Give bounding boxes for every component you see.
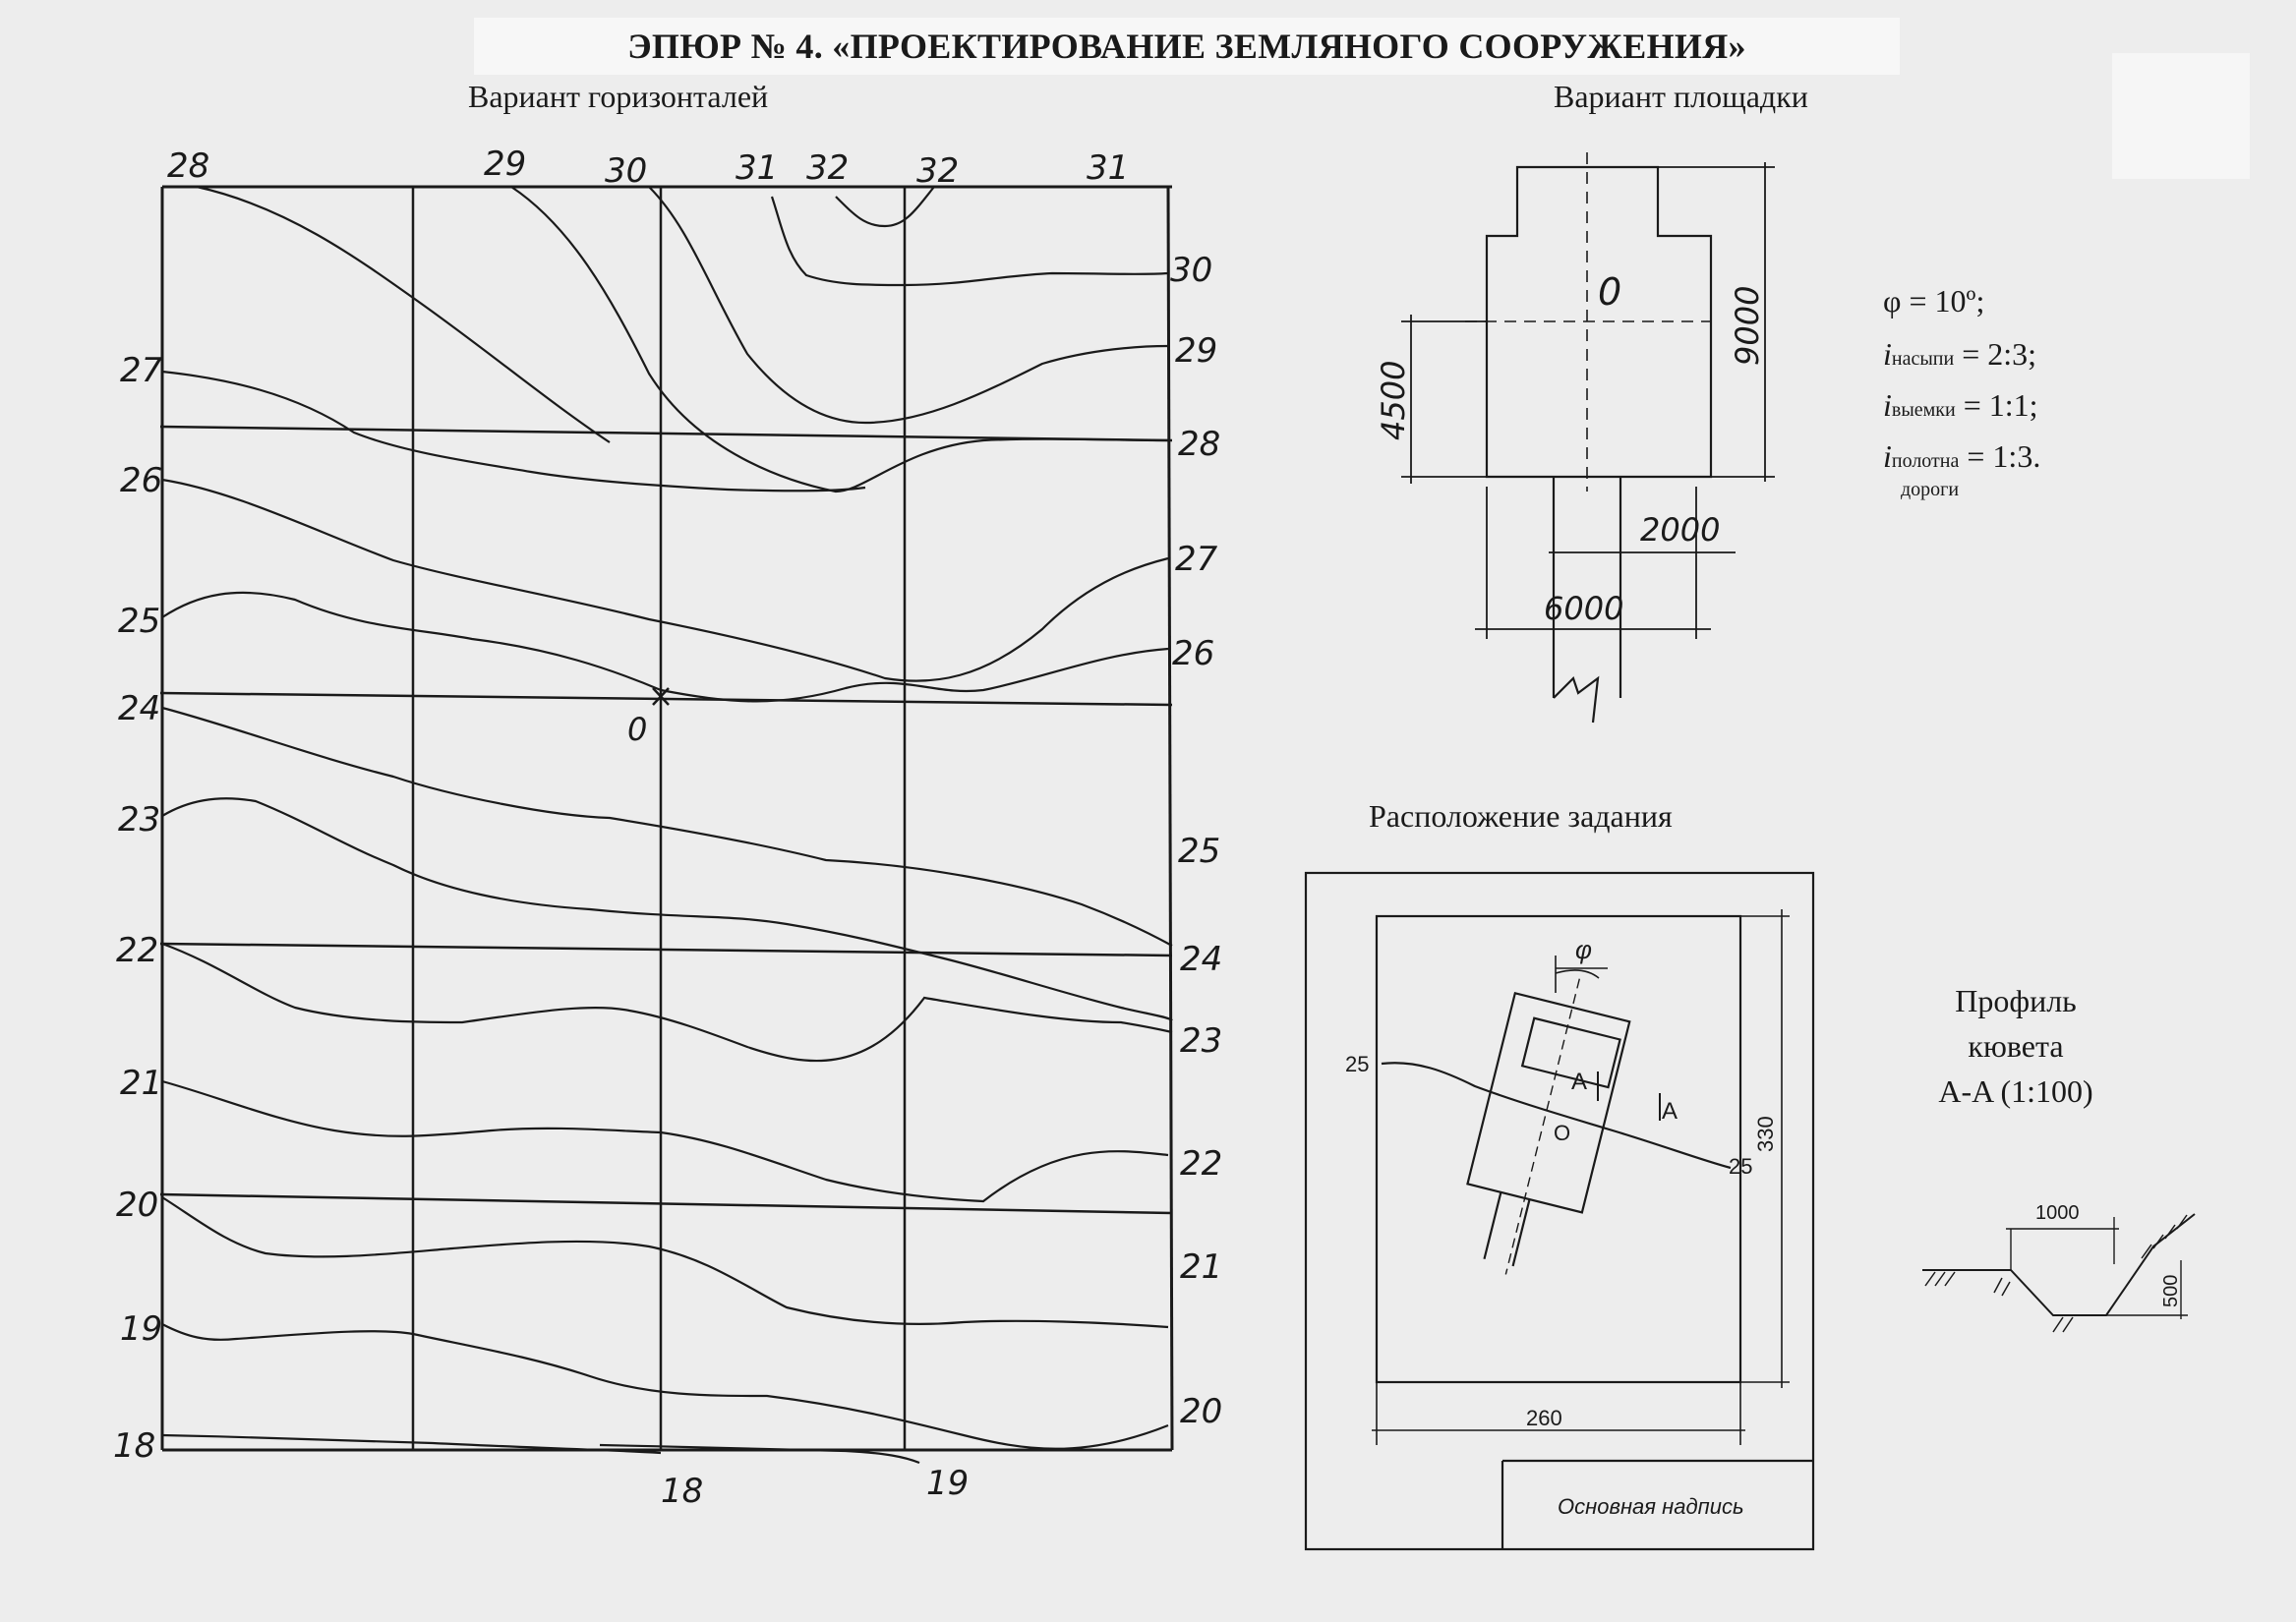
site-center-label: 0 xyxy=(1598,270,1621,314)
ditch-dim-1000: 1000 xyxy=(2035,1202,2080,1224)
ditch-caption-line1: Профиль xyxy=(1955,983,2077,1018)
layout-origin: O xyxy=(1554,1121,1570,1145)
label-top-32b: 32 xyxy=(916,151,959,191)
ditch-dim-500: 500 xyxy=(2160,1275,2182,1307)
label-top-31a: 31 xyxy=(736,148,778,188)
sheet-inner-frame xyxy=(1375,914,1742,1384)
site-dim-4500: 4500 xyxy=(1375,361,1412,440)
site-axes xyxy=(1465,152,1711,492)
label-top-31b: 31 xyxy=(1087,148,1129,188)
caption-contours: Вариант горизонталей xyxy=(468,79,769,114)
label-right-25: 25 xyxy=(1178,832,1220,871)
caption-layout: Расположение задания xyxy=(1369,798,1673,834)
param-phi: φ = 10º; xyxy=(1883,283,1985,319)
layout-contour-left: 25 xyxy=(1345,1052,1369,1076)
site-dim-2000: 2000 xyxy=(1640,511,1720,549)
label-right-20: 20 xyxy=(1180,1392,1222,1431)
road-stub xyxy=(1552,477,1622,724)
caption-site: Вариант площадки xyxy=(1554,79,1808,114)
ditch-caption-line3: A-A (1:100) xyxy=(1938,1073,2093,1109)
param-i-road: iполотна = 1:3. xyxy=(1883,440,2040,472)
grid-lines xyxy=(159,187,1173,1450)
label-left-27: 27 xyxy=(120,351,163,390)
layout-phi-label: φ xyxy=(1575,935,1592,964)
label-left-21: 21 xyxy=(120,1064,162,1103)
phi-arc xyxy=(1555,956,1608,993)
contour-lines xyxy=(161,185,1173,1465)
page-title: ЭПЮР № 4. «ПРОЕКТИРОВАНИЕ ЗЕМЛЯНОГО СООР… xyxy=(627,27,1746,66)
ditch-ground-line xyxy=(1922,1213,2196,1316)
param-i-road-subscript: полотна xyxy=(1891,450,1960,472)
ditch-profile-caption: Профиль кювета A-A (1:100) xyxy=(1917,978,2114,1114)
label-right-27: 27 xyxy=(1175,540,1218,579)
ditch-profile xyxy=(1922,1213,2196,1333)
label-top-28: 28 xyxy=(167,146,209,186)
param-i-road-symbol: i xyxy=(1883,438,1892,474)
label-bottom-19: 19 xyxy=(926,1464,969,1503)
contour-labels: 28 29 30 31 32 32 31 30 29 28 27 26 25 2… xyxy=(113,145,1222,1511)
label-left-26: 26 xyxy=(120,461,162,500)
label-right-21: 21 xyxy=(1180,1247,1222,1287)
sheet-outer-frame xyxy=(1304,871,1815,1551)
ditch-caption-line2: кювета xyxy=(1968,1028,2064,1064)
layout-sheet-labels: φ 25 25 A A O 330 260 Основная надпись xyxy=(1345,935,1778,1519)
corner-paper-scrap xyxy=(2112,53,2250,179)
param-i-fill: iнасыпи = 2:3; xyxy=(1883,338,2036,370)
origin-marker xyxy=(652,687,670,706)
layout-contour-right: 25 xyxy=(1729,1154,1752,1179)
site-dim-6000: 6000 xyxy=(1544,590,1623,627)
label-left-20: 20 xyxy=(116,1186,158,1225)
ditch-profile-labels: 1000 500 xyxy=(2035,1202,2182,1307)
label-right-28: 28 xyxy=(1178,425,1220,464)
site-plan xyxy=(1401,152,1775,724)
label-top-30: 30 xyxy=(605,151,647,191)
label-left-24: 24 xyxy=(118,689,160,728)
label-right-30: 30 xyxy=(1170,251,1212,290)
title-block-frame xyxy=(1501,1459,1813,1549)
param-i-cut-symbol: i xyxy=(1883,387,1892,423)
param-i-road-value: = 1:3. xyxy=(1967,438,2041,474)
site-dim-9000: 9000 xyxy=(1729,286,1766,366)
label-top-32a: 32 xyxy=(806,148,849,188)
layout-section-a1: A xyxy=(1571,1069,1587,1095)
ditch-dimensions xyxy=(2006,1217,2188,1319)
site-plan-labels: 0 9000 4500 2000 6000 xyxy=(1375,270,1766,627)
label-right-22: 22 xyxy=(1180,1144,1222,1184)
param-i-fill-subscript: насыпи xyxy=(1891,348,1955,370)
layout-sheet xyxy=(1304,871,1815,1551)
param-i-cut-value: = 1:1; xyxy=(1963,387,2038,423)
title-bar: ЭПЮР № 4. «ПРОЕКТИРОВАНИЕ ЗЕМЛЯНОГО СООР… xyxy=(474,18,1900,75)
sheet-dimensions xyxy=(1372,909,1790,1445)
ditch-hatching xyxy=(1924,1214,2188,1333)
title-block-label: Основная надпись xyxy=(1558,1494,1744,1519)
layout-dim-260: 260 xyxy=(1526,1406,1562,1430)
site-dimensions xyxy=(1401,162,1775,639)
label-right-24: 24 xyxy=(1180,940,1222,979)
layout-section-a2: A xyxy=(1662,1098,1678,1125)
param-i-cut-subscript: выемки xyxy=(1891,399,1956,421)
layout-site xyxy=(1466,978,1631,1275)
label-left-25: 25 xyxy=(118,602,160,641)
site-outline xyxy=(1485,165,1713,479)
label-right-29: 29 xyxy=(1175,331,1217,371)
map-frame xyxy=(160,185,1174,1452)
label-origin: 0 xyxy=(627,711,647,748)
layout-contour xyxy=(1381,1062,1732,1170)
param-i-fill-value: = 2:3; xyxy=(1962,336,2037,372)
layout-dim-330: 330 xyxy=(1753,1116,1778,1152)
label-left-23: 23 xyxy=(118,800,160,840)
label-bottom-18: 18 xyxy=(661,1472,703,1511)
label-right-26: 26 xyxy=(1172,634,1214,673)
contour-map xyxy=(159,185,1174,1465)
param-i-fill-symbol: i xyxy=(1883,336,1892,372)
label-left-19: 19 xyxy=(120,1309,162,1349)
section-marks xyxy=(1597,1072,1661,1121)
label-top-29: 29 xyxy=(484,145,526,184)
param-i-road-subscript-2: дороги xyxy=(1901,479,1960,500)
label-left-18: 18 xyxy=(113,1426,155,1466)
param-i-cut: iвыемки = 1:1; xyxy=(1883,389,2038,421)
label-left-22: 22 xyxy=(116,931,158,970)
label-right-23: 23 xyxy=(1180,1021,1222,1061)
